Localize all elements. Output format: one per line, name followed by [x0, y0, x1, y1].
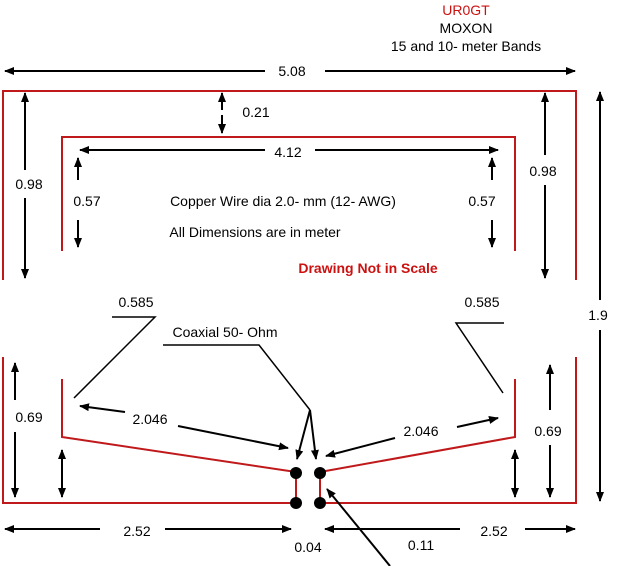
- label-inner-tail-right: 0.585: [464, 294, 499, 310]
- dimension-inner-bottom-left: [79, 403, 289, 451]
- material-note: Copper Wire dia 2.0- mm (12- AWG): [170, 193, 396, 209]
- label-half-width-right: 2.52: [480, 523, 507, 539]
- label-inner-width: 4.12: [274, 144, 301, 160]
- label-inner-bottom-left: 2.046: [132, 411, 167, 427]
- feed-point-upper-left: [290, 467, 302, 479]
- label-outer-side-right: 0.98: [529, 163, 556, 179]
- label-half-width-left: 2.52: [123, 523, 150, 539]
- callsign-label: UR0GT: [442, 2, 490, 18]
- outer-element-bottom: [2, 357, 577, 504]
- label-coaxial: Coaxial 50- Ohm: [172, 324, 277, 340]
- label-overall-width: 5.08: [278, 63, 305, 79]
- inner-element-top: [61, 136, 516, 251]
- label-outer-bottom-left: 0.69: [15, 409, 42, 425]
- antenna-type-label: MOXON: [440, 20, 493, 36]
- label-feed-spacing: 0.11: [408, 537, 434, 553]
- label-element-gap: 0.21: [242, 104, 269, 120]
- bands-label: 15 and 10- meter Bands: [391, 38, 541, 54]
- label-outer-side-left: 0.98: [15, 176, 42, 192]
- scale-warning: Drawing Not in Scale: [298, 260, 437, 276]
- callout-feed-spacing: [326, 488, 391, 566]
- callout-coaxial: [163, 344, 319, 460]
- label-inner-tail-left: 0.585: [118, 294, 153, 310]
- label-overall-height: 1.9: [588, 307, 608, 323]
- label-outer-bottom-right: 0.69: [534, 423, 561, 439]
- dimension-inner-bottom-right: [325, 416, 499, 458]
- label-inner-side-right: 0.57: [468, 193, 495, 209]
- units-note: All Dimensions are in meter: [169, 224, 341, 240]
- label-inner-side-left: 0.57: [73, 193, 100, 209]
- label-inner-bottom-right: 2.046: [403, 423, 438, 439]
- feed-point-lower-right: [314, 497, 326, 509]
- feed-point-lower-left: [290, 497, 302, 509]
- callout-inner-tail-right: [454, 322, 504, 394]
- callout-inner-tail-left: [73, 316, 157, 399]
- outer-element-top: [2, 90, 577, 280]
- feed-point-upper-right: [314, 467, 326, 479]
- inner-element-bottom: [61, 379, 516, 473]
- label-feed-gap: 0.04: [294, 539, 321, 555]
